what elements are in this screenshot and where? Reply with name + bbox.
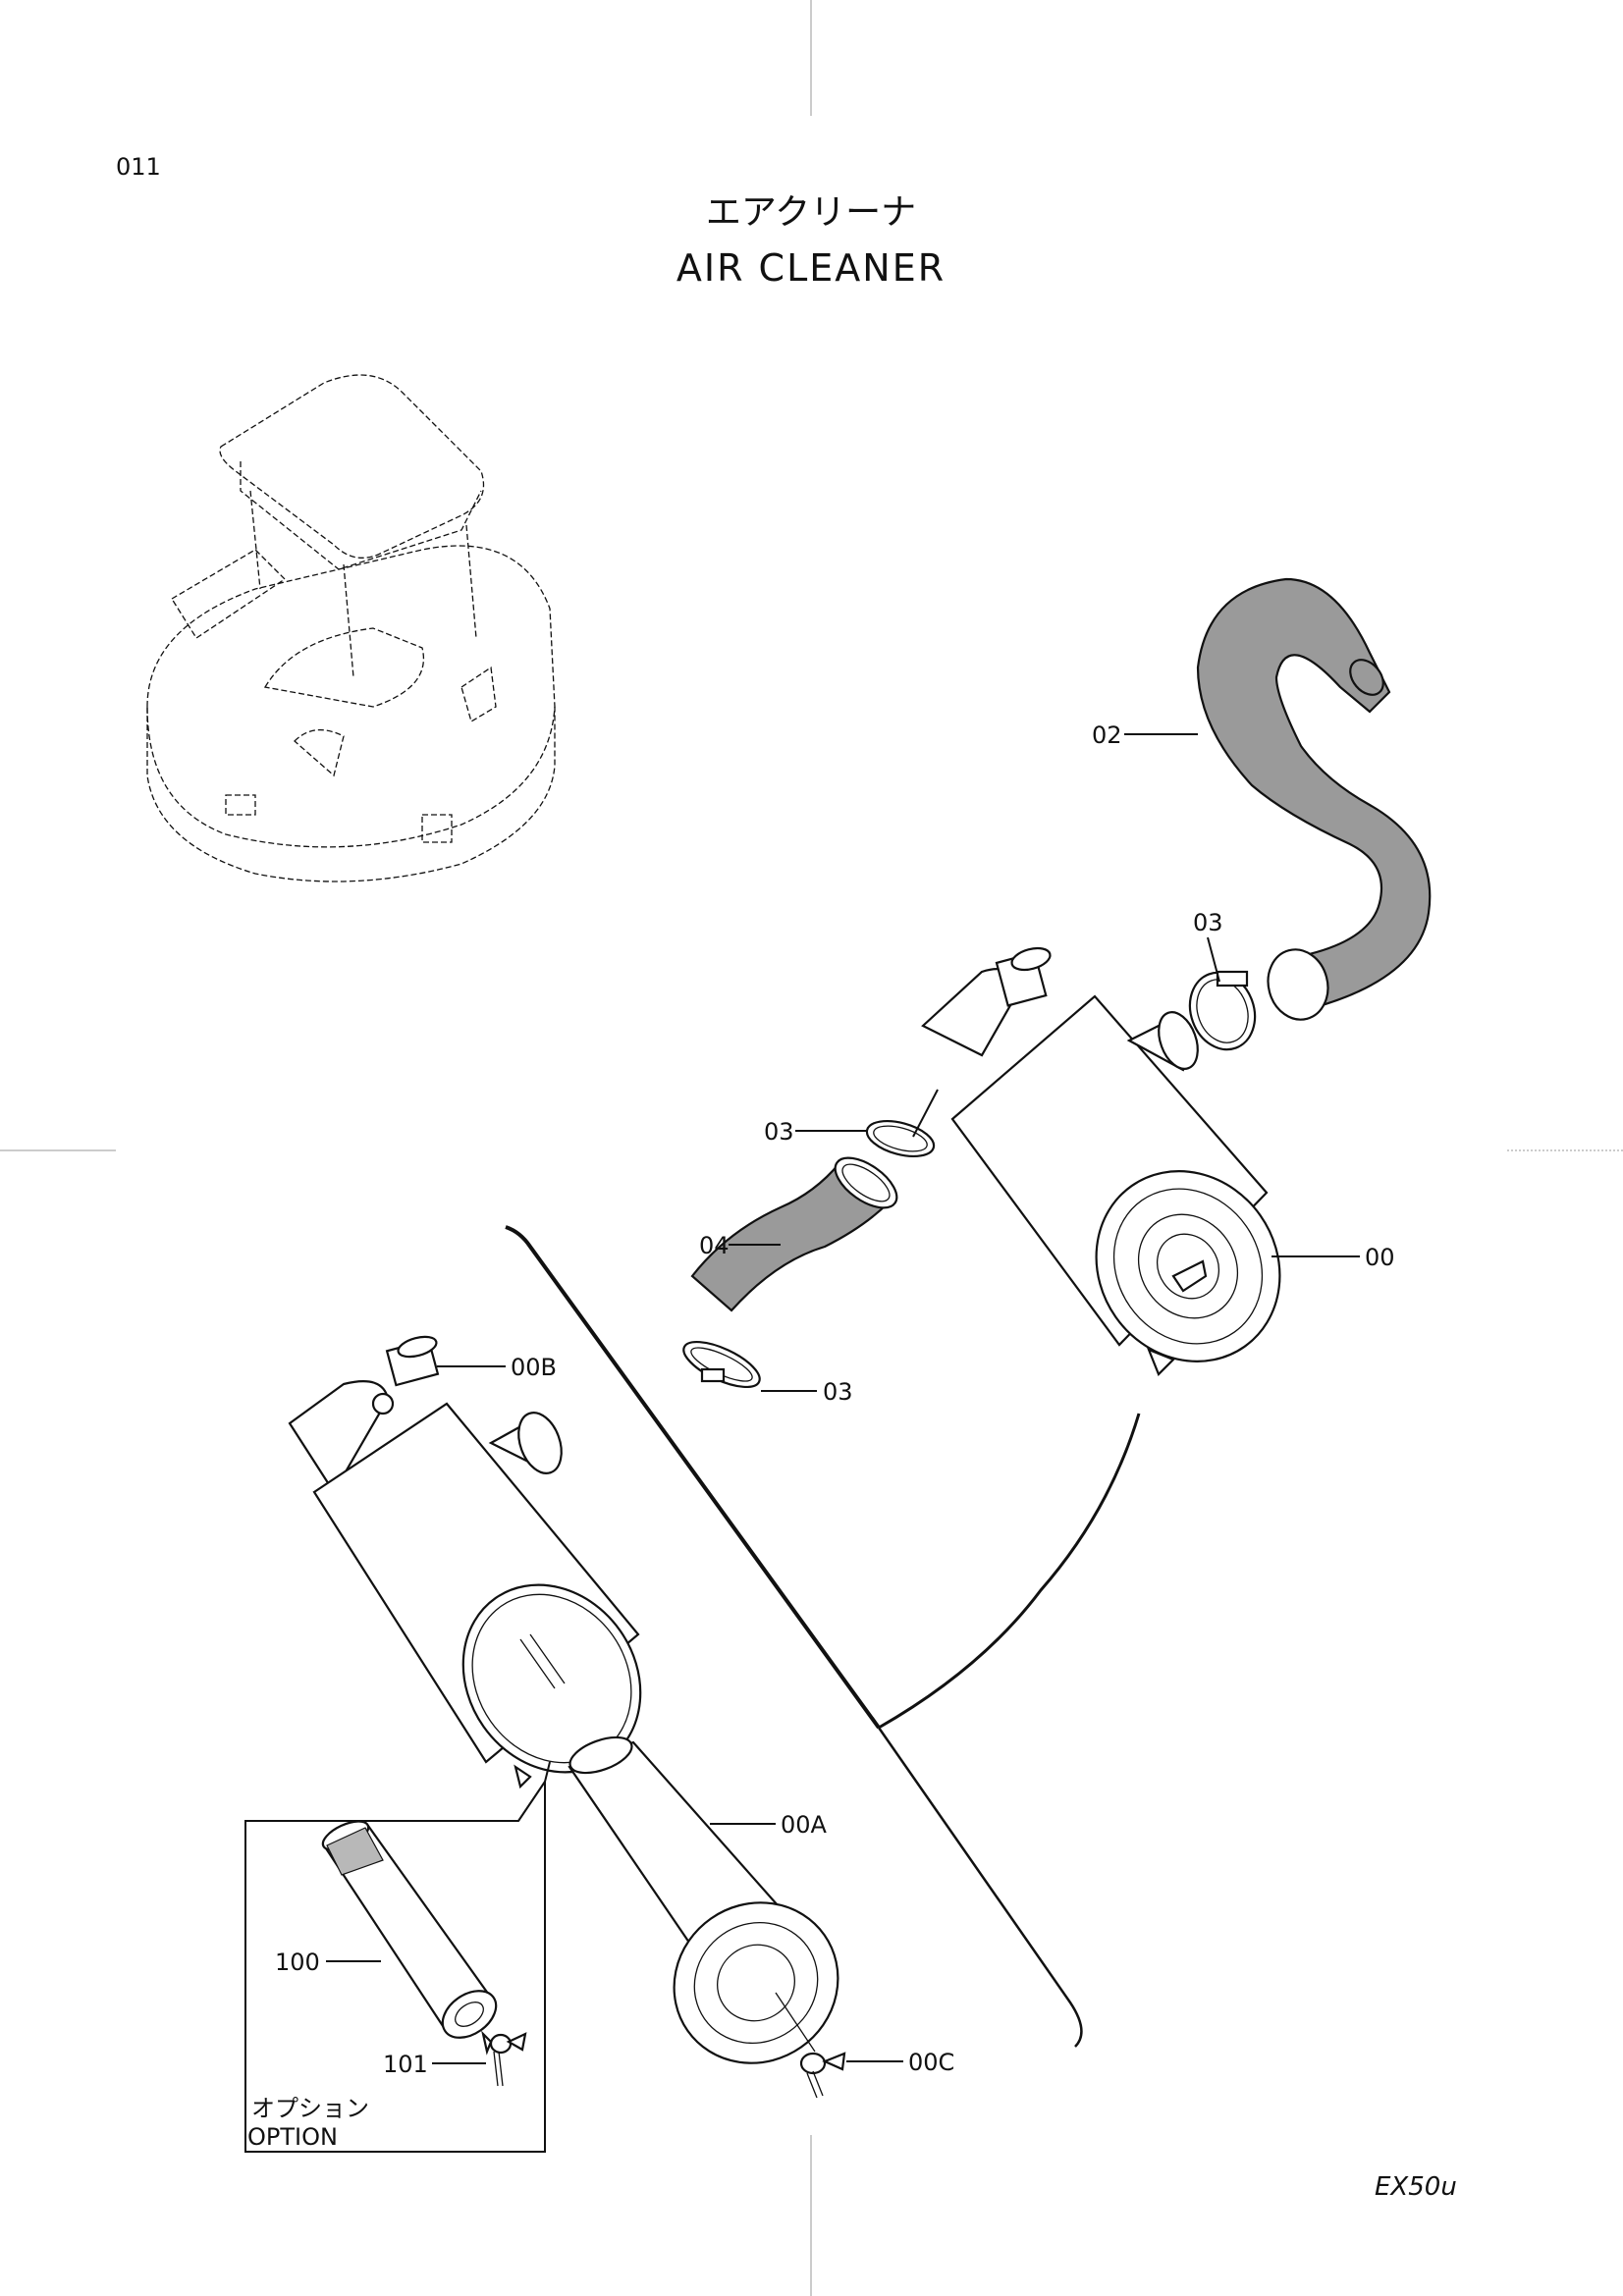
leader-03-upper [1207, 936, 1220, 983]
wing-nut-00C [799, 2052, 846, 2099]
hose-04 [690, 1156, 898, 1312]
callout-02: 02 [1092, 721, 1122, 749]
air-cleaner-assembly-00 [921, 946, 1281, 1376]
callout-00: 00 [1365, 1244, 1395, 1271]
title-english: AIR CLEANER [676, 246, 946, 290]
separator-lines [505, 1225, 1141, 2048]
hose-02 [1196, 577, 1432, 1021]
callout-101: 101 [383, 2051, 428, 2078]
callout-00B: 00B [511, 1354, 557, 1381]
callout-04: 04 [699, 1232, 730, 1259]
wing-nut-101 [481, 2030, 527, 2087]
safety-element-100 [321, 1820, 498, 2039]
option-label-japanese: オプション [251, 2095, 369, 2122]
model-code: EX50u [1375, 2172, 1457, 2202]
callout-100: 100 [275, 1949, 320, 1976]
page-number: 011 [116, 153, 161, 181]
callout-03-upper: 03 [1193, 909, 1223, 936]
clamp-03-lower [682, 1340, 761, 1389]
option-box: オプション OPTION [244, 1761, 551, 2153]
option-label-english: OPTION [247, 2123, 338, 2151]
callout-03-lower: 03 [823, 1378, 853, 1406]
excavator-overview-illustration [146, 374, 556, 882]
element-00A [568, 1735, 839, 2064]
callout-03-middle: 03 [764, 1118, 794, 1146]
title-japanese: エアクリーナ [706, 192, 916, 233]
clamp-03-upper [1188, 970, 1257, 1051]
callout-00C: 00C [908, 2049, 954, 2076]
clamp-03-middle [865, 1119, 936, 1158]
callout-00A: 00A [781, 1811, 828, 1839]
air-cleaner-exploded [288, 1335, 642, 1789]
